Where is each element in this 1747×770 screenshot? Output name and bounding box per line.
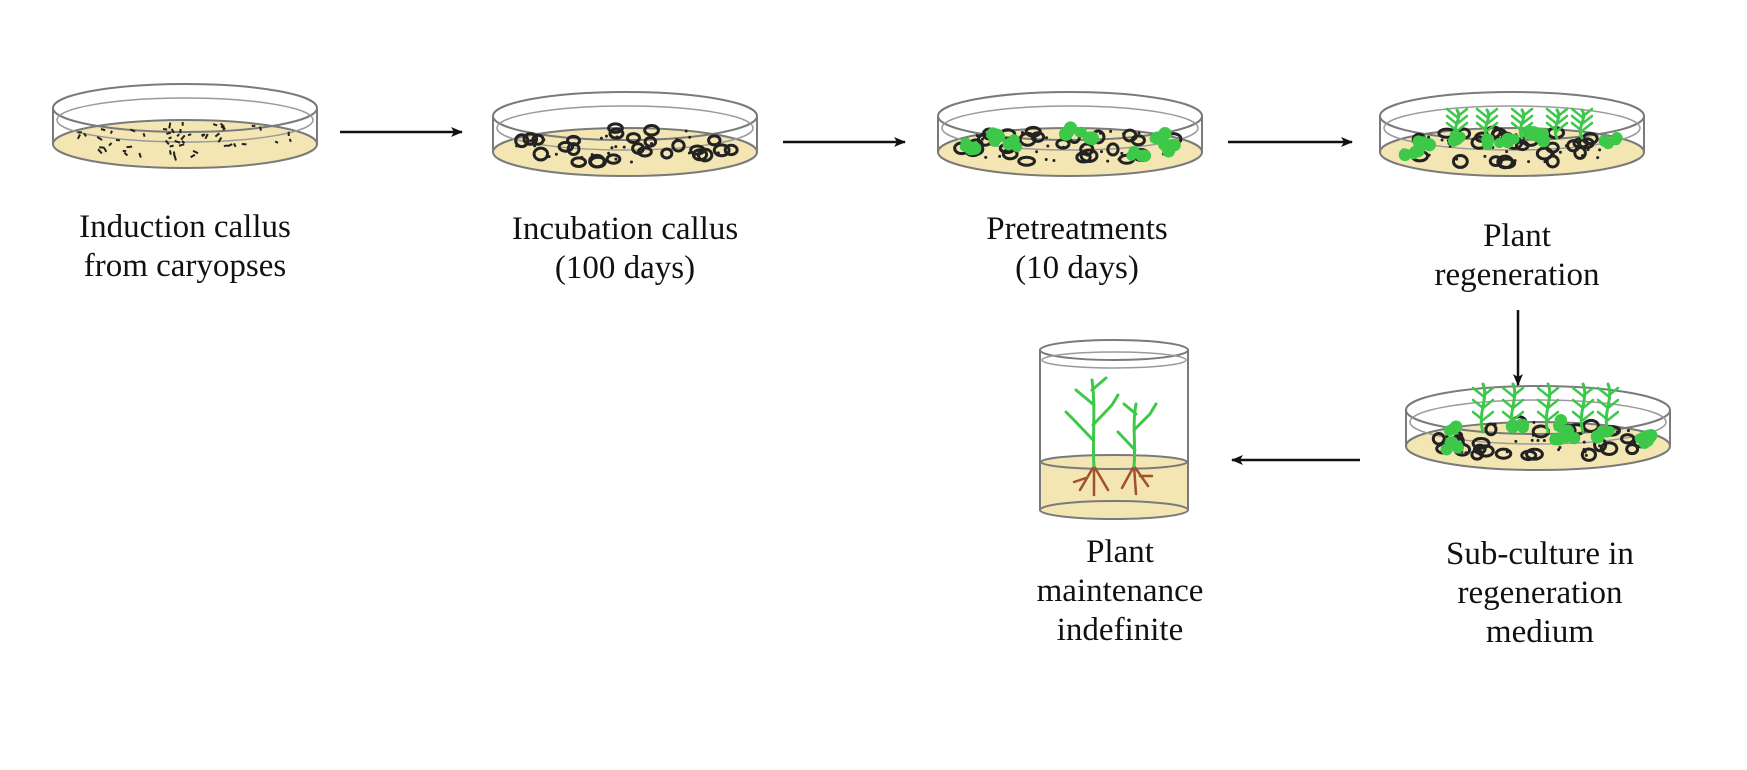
shoots	[1471, 382, 1620, 434]
shoots	[1445, 107, 1594, 140]
label-incubation-callus: Incubation callus(100 days)	[511, 211, 739, 286]
callus-clusters	[514, 122, 739, 169]
green-calli	[1398, 125, 1623, 162]
petri-dish-subculture	[1405, 382, 1671, 471]
petri-dish-incubation	[492, 91, 758, 177]
green-calli	[959, 121, 1181, 162]
culture-jar	[1039, 339, 1189, 520]
green-calli	[1440, 413, 1658, 456]
roots	[1072, 464, 1154, 497]
label-pretreatments: Pretreatments(10 days)	[986, 211, 1168, 286]
petri-dish-induction	[52, 83, 318, 169]
plantlets	[1064, 376, 1158, 468]
petri-dish-pretreatments	[937, 91, 1203, 177]
petri-dish-regeneration	[1379, 91, 1645, 177]
callus-specks	[76, 121, 292, 161]
